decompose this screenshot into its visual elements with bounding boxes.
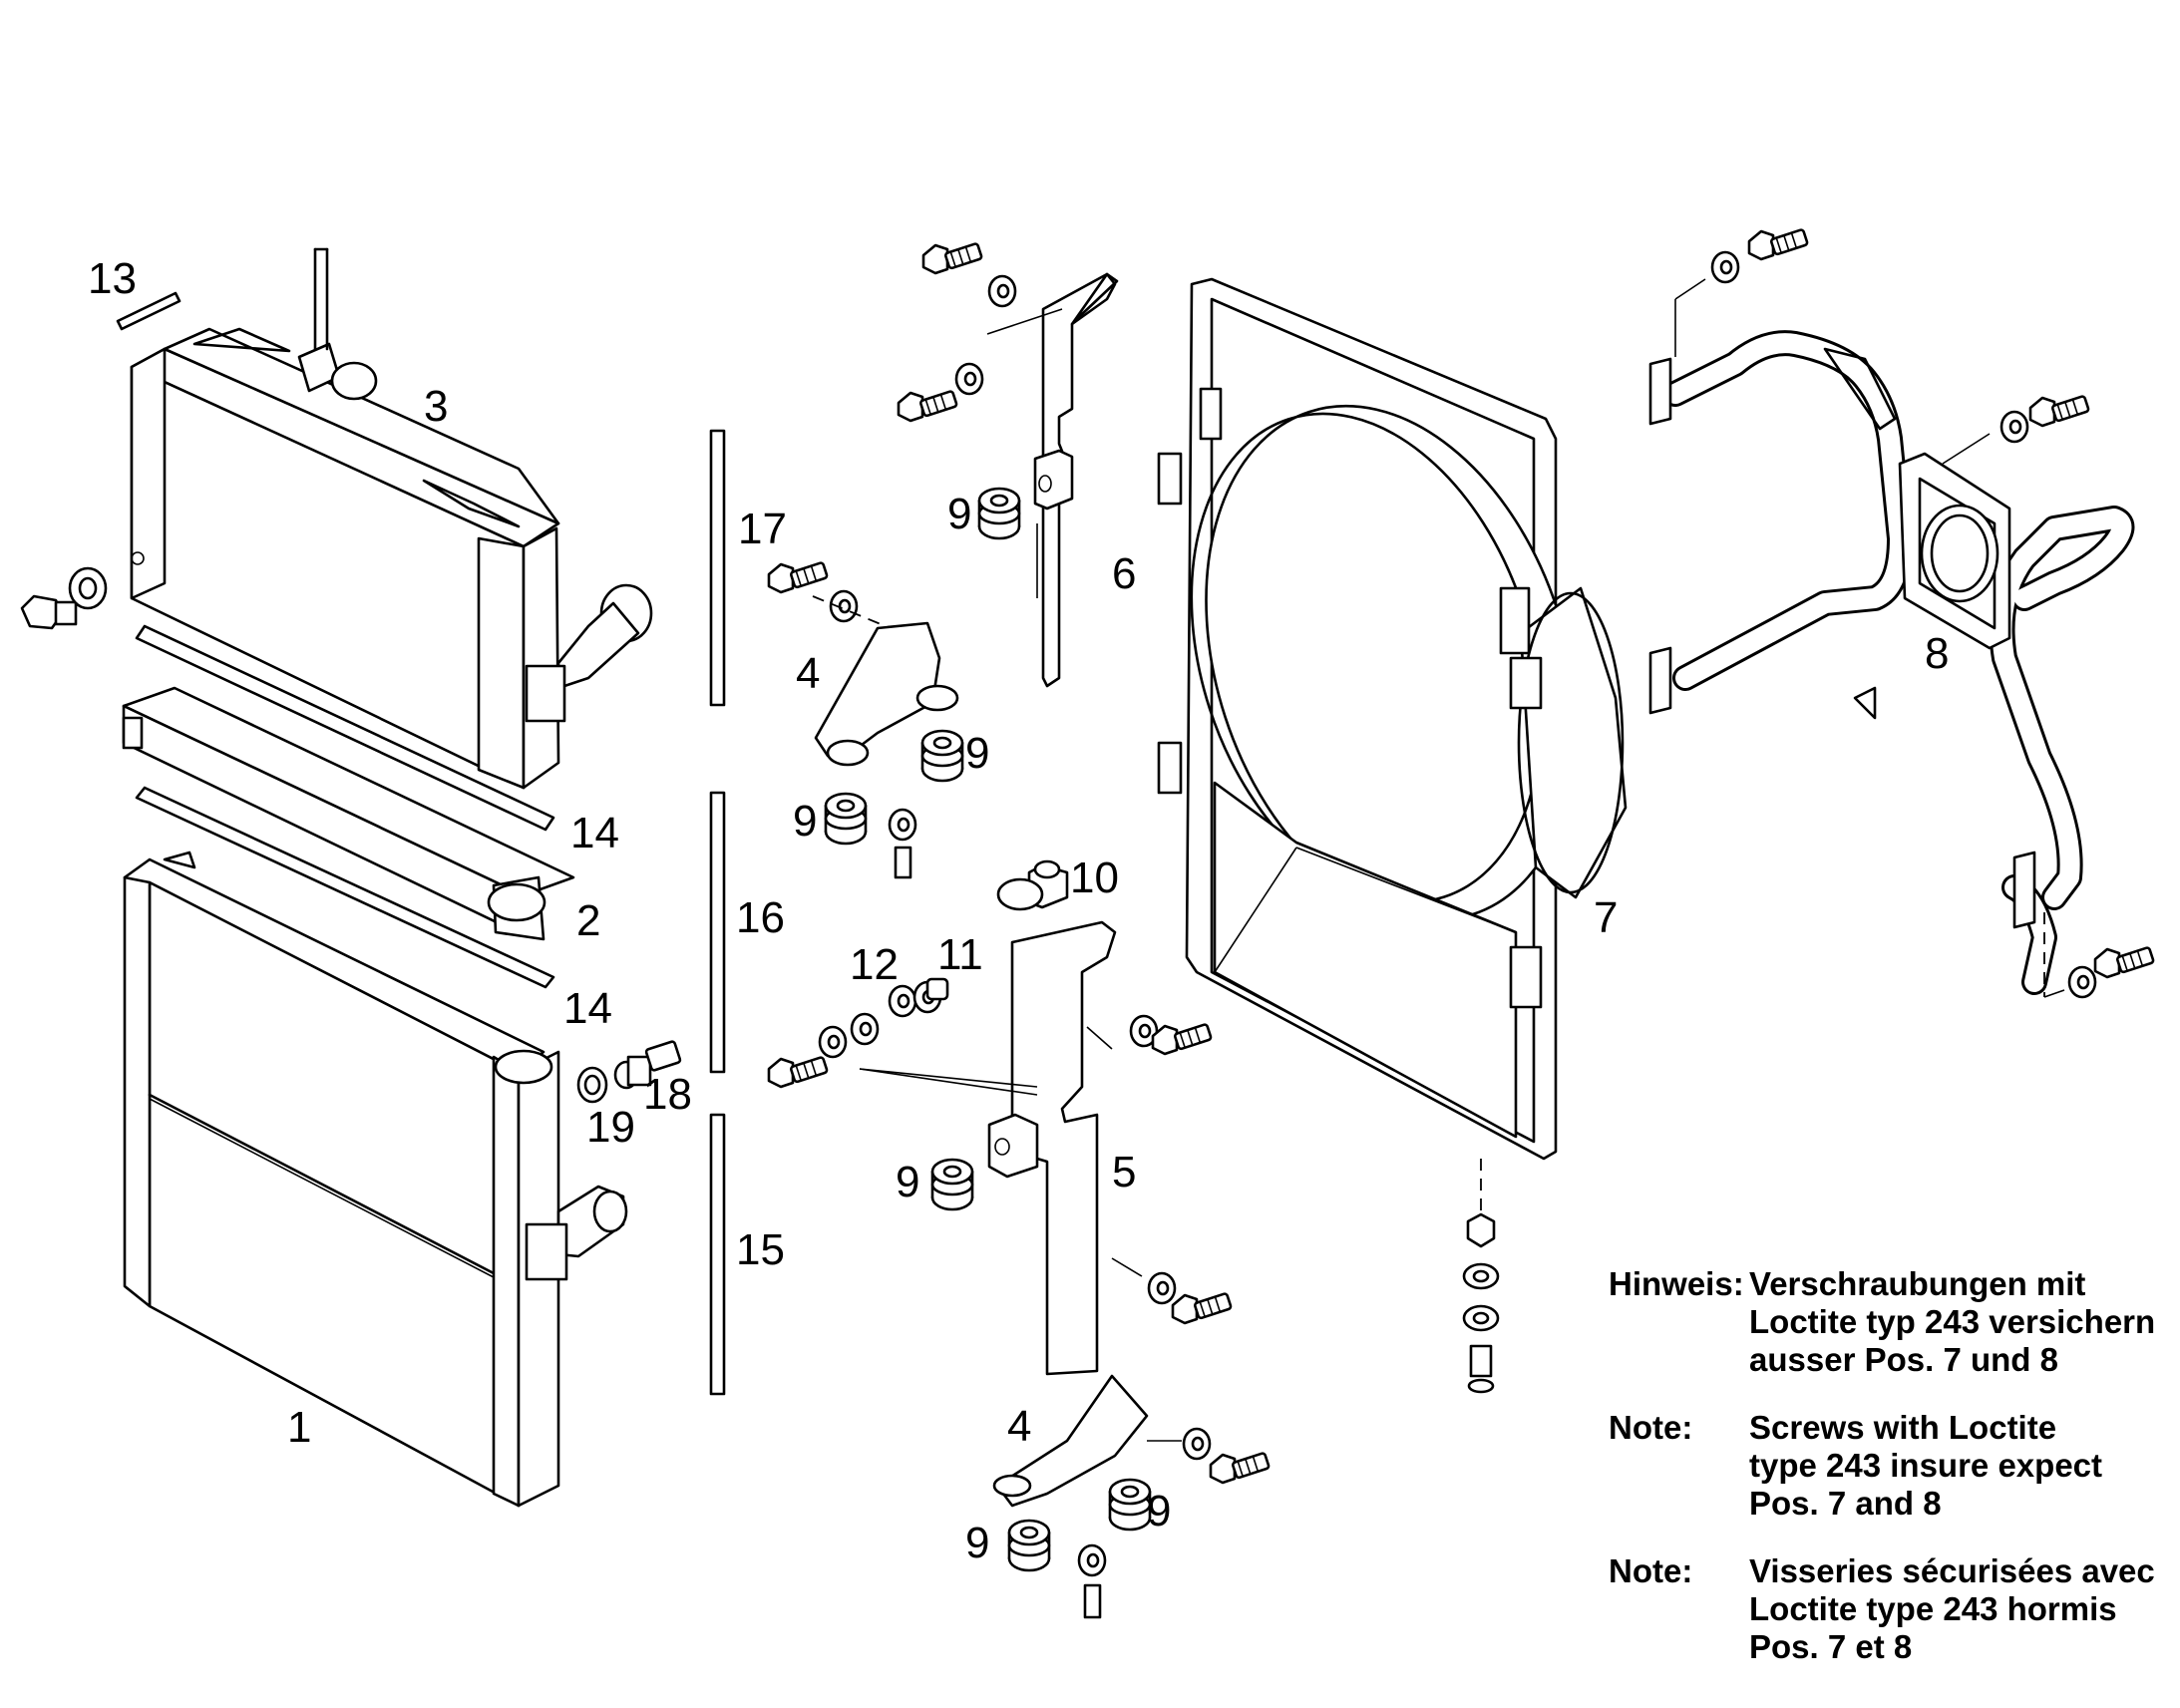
note-german-key: Hinweis: <box>1609 1265 1744 1302</box>
callout-9-d: 9 <box>896 1158 919 1206</box>
rubber-strip-13 <box>116 291 182 331</box>
water-radiator <box>123 851 628 1508</box>
note-french-line: Loctite type 243 hormis <box>1749 1590 2117 1627</box>
callout-10: 10 <box>1070 854 1119 902</box>
callout-7: 7 <box>1594 893 1618 942</box>
note-german-line: ausser Pos. 7 und 8 <box>1749 1341 2058 1378</box>
bracket-lower <box>987 859 1117 1376</box>
note-german-line: Loctite typ 243 versichern <box>1749 1303 2156 1340</box>
mount-plate-upper <box>814 621 959 767</box>
callout-3: 3 <box>424 382 448 431</box>
fasteners <box>767 241 1272 1619</box>
callout-6: 6 <box>1112 549 1136 598</box>
bracket-upper <box>1033 272 1119 688</box>
callout-14-lower: 14 <box>563 984 612 1033</box>
callout-17: 17 <box>738 505 787 553</box>
callout-9-f: 9 <box>965 1519 989 1567</box>
charge-air-cooler <box>130 247 653 790</box>
note-german-line: Verschraubungen mit <box>1749 1265 2086 1302</box>
seal-strip-lower <box>135 786 555 989</box>
rubber-strip-16 <box>709 791 726 1074</box>
note-french-line: Visseries sécurisées avec <box>1749 1552 2155 1589</box>
note-english-key: Note: <box>1609 1409 1693 1446</box>
callout-15: 15 <box>736 1225 785 1274</box>
note-french-line: Pos. 7 et 8 <box>1749 1628 1913 1665</box>
note-english: Note: Screws with Loctite type 243 insur… <box>1609 1409 2102 1523</box>
callout-2: 2 <box>576 896 600 945</box>
callout-12: 12 <box>850 940 899 989</box>
callout-1: 1 <box>287 1403 311 1452</box>
note-english-line: type 243 insure expect <box>1749 1447 2103 1484</box>
callout-9-b: 9 <box>965 729 989 778</box>
note-german: Hinweis: Verschraubungen mit Loctite typ… <box>1609 1265 2155 1379</box>
callout-11: 11 <box>937 930 983 979</box>
callout-9-a: 9 <box>947 490 971 538</box>
callout-14-upper: 14 <box>570 809 619 857</box>
note-english-line: Screws with Loctite <box>1749 1409 2057 1446</box>
callout-13: 13 <box>88 254 137 303</box>
note-french-key: Note: <box>1609 1552 1693 1589</box>
callout-4-lower: 4 <box>1007 1402 1031 1451</box>
callout-9-e: 9 <box>1147 1487 1171 1536</box>
drain-plug <box>20 566 108 630</box>
fitting-and-seal <box>576 1040 682 1104</box>
seal-strip-upper <box>135 624 555 832</box>
rubber-strip-17 <box>709 429 726 707</box>
rubber-strip-15 <box>709 1113 726 1396</box>
note-english-line: Pos. 7 and 8 <box>1749 1485 1942 1522</box>
callout-5: 5 <box>1112 1148 1136 1196</box>
callout-9-c: 9 <box>793 797 817 846</box>
callout-labels: 1 2 3 4 4 5 6 7 8 9 9 9 9 9 9 10 11 12 1… <box>88 254 1949 1567</box>
callout-19: 19 <box>586 1103 635 1152</box>
callout-8: 8 <box>1925 629 1949 678</box>
mount-plate-lower <box>992 1374 1149 1508</box>
callout-16: 16 <box>736 893 785 942</box>
shroud-fasteners <box>1462 1212 1500 1394</box>
callout-18: 18 <box>643 1070 692 1119</box>
oil-cooler <box>122 686 575 941</box>
note-french: Note: Visseries sécurisées avec Loctite … <box>1609 1552 2155 1666</box>
fan-shroud <box>1157 277 1628 1161</box>
callout-4-upper: 4 <box>796 649 820 698</box>
fan-guard <box>1648 330 2135 995</box>
